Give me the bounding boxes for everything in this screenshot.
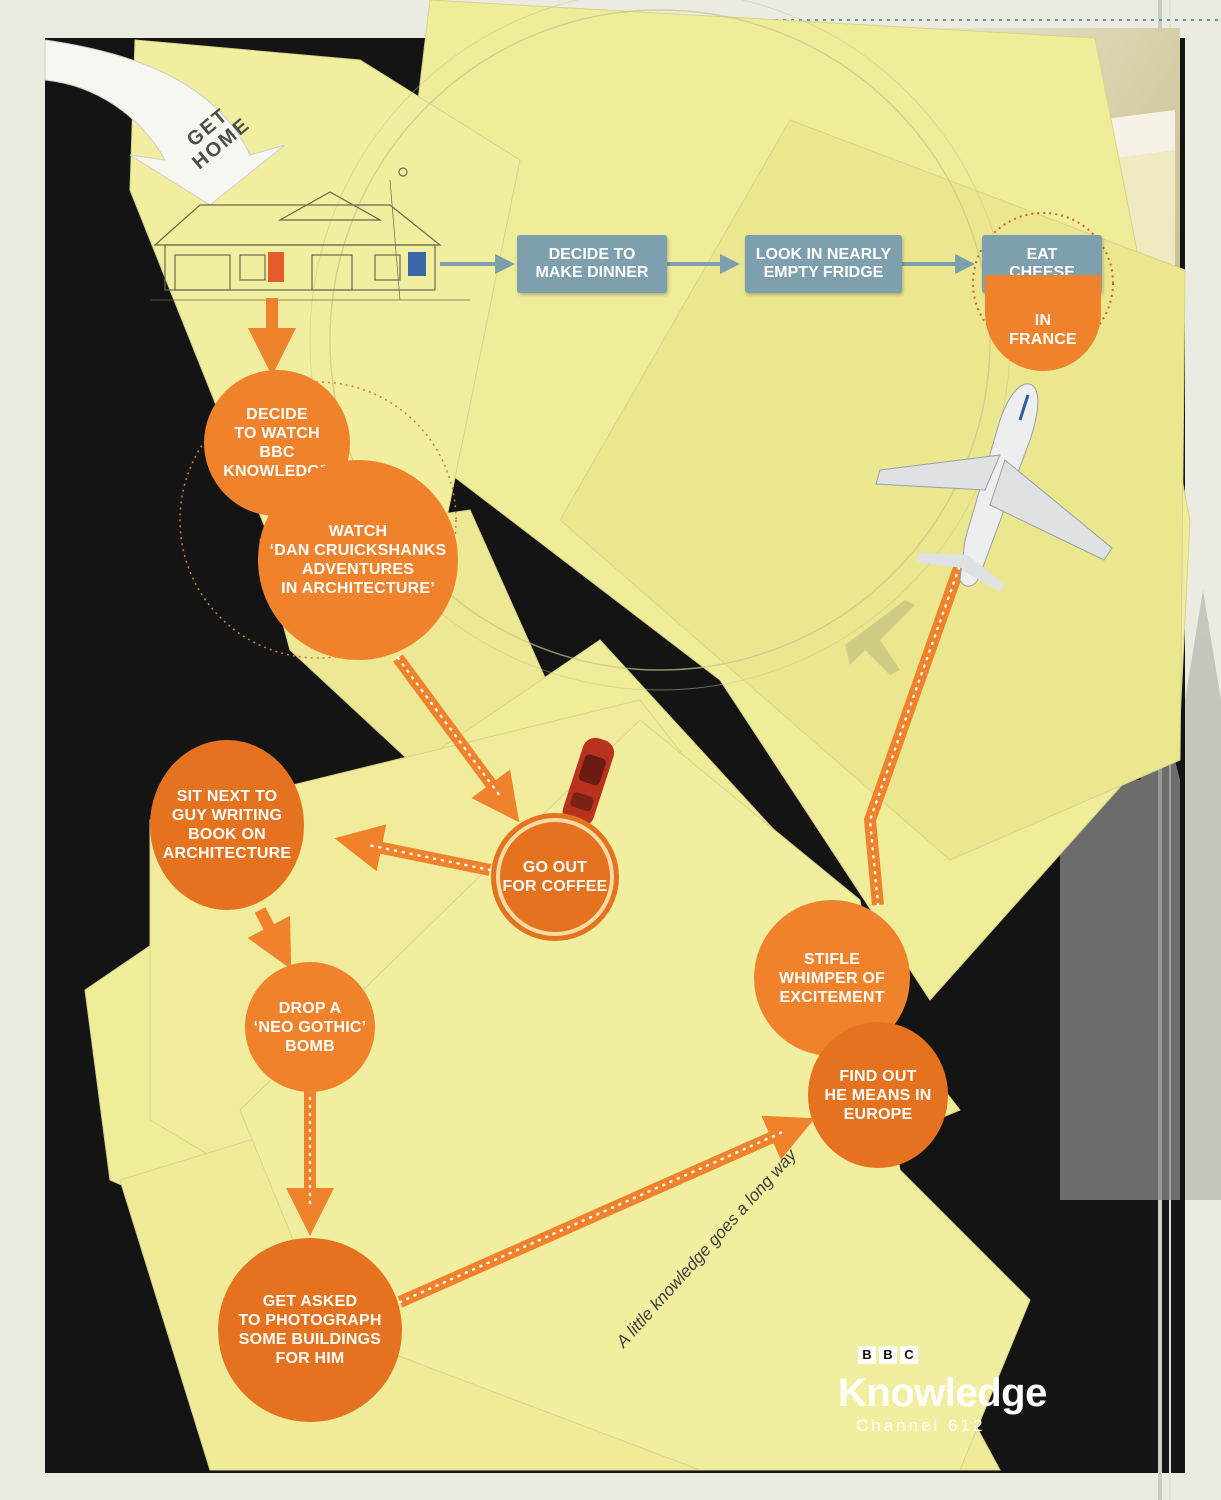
brand-name: Knowledge bbox=[838, 1371, 1047, 1415]
node-look-in-fridge: LOOK IN NEARLY EMPTY FRIDGE bbox=[745, 235, 902, 293]
curved-arrow-icon bbox=[44, 39, 286, 206]
node-watch-bbc: DECIDE TO WATCH BBC KNOWLEDGE bbox=[204, 370, 350, 516]
node-sit-next-to-guy: SIT NEXT TO GUY WRITING BOOK ON ARCHITEC… bbox=[150, 740, 304, 910]
dotted-guide-ring bbox=[179, 381, 457, 659]
path-dots bbox=[308, 563, 962, 1304]
house-red-window bbox=[268, 252, 284, 282]
bbc-letter: C bbox=[900, 1346, 918, 1364]
house-blue-window bbox=[408, 252, 426, 276]
guide-circle bbox=[329, 9, 991, 671]
bbc-knowledge-logo: B B C Knowledge Channel 612 bbox=[838, 1346, 1078, 1436]
node-photograph: GET ASKED TO PHOTOGRAPH SOME BUILDINGS F… bbox=[218, 1238, 402, 1422]
node-in-france: IN FRANCE bbox=[985, 275, 1101, 371]
channel-number: Channel 612 bbox=[856, 1416, 986, 1435]
airplane-shadow bbox=[845, 600, 915, 675]
house-sketch-icon bbox=[150, 167, 470, 301]
bbc-blocks: B B C bbox=[858, 1346, 1078, 1364]
bbc-letter: B bbox=[858, 1346, 876, 1364]
node-watch-dan: WATCH ‘DAN CRUICKSHANKS ADVENTURES IN AR… bbox=[258, 460, 458, 660]
node-go-out-for-coffee: GO OUT FOR COFFEE bbox=[496, 818, 614, 936]
node-find-out-europe: FIND OUT HE MEANS IN EUROPE bbox=[808, 1022, 948, 1168]
node-neo-gothic: DROP A ‘NEO GOTHIC’ BOMB bbox=[245, 962, 375, 1092]
node-make-dinner: DECIDE TO MAKE DINNER bbox=[517, 235, 667, 293]
airplane-icon bbox=[875, 383, 1113, 592]
car-icon bbox=[562, 737, 615, 827]
bbc-letter: B bbox=[879, 1346, 897, 1364]
